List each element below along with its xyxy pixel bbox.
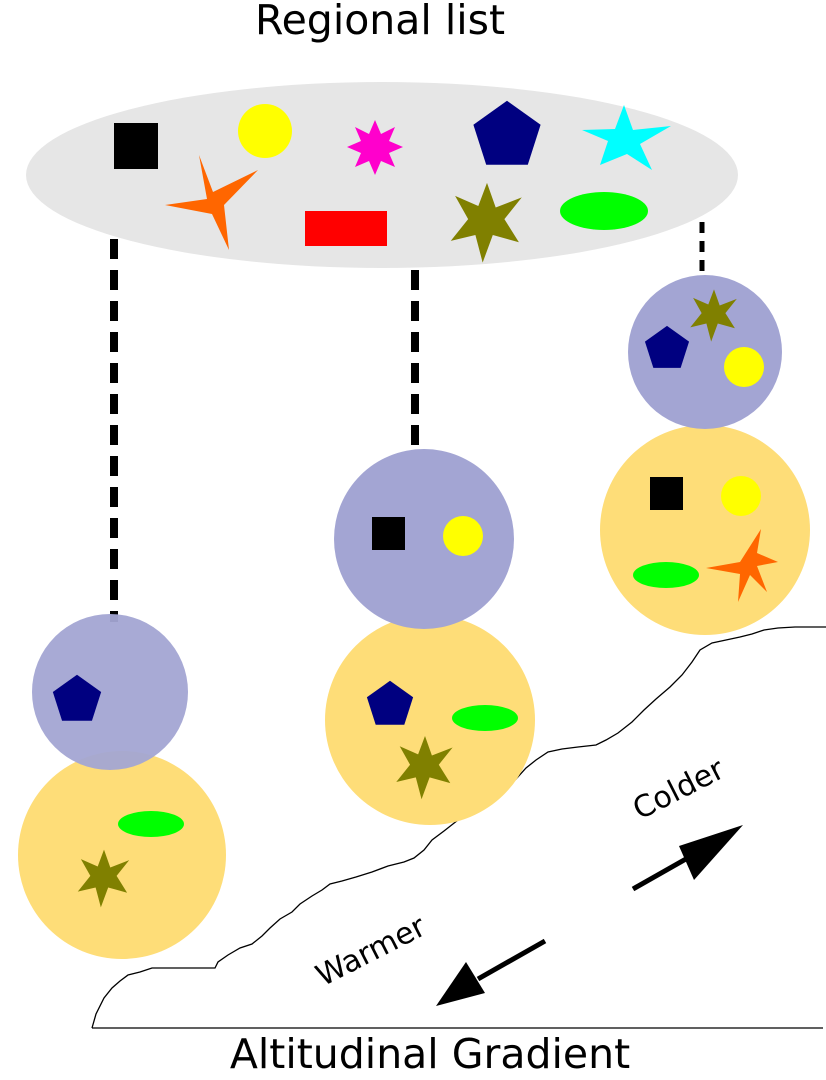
community-middle — [325, 449, 535, 825]
black-square — [114, 123, 158, 169]
cyan-star — [582, 105, 671, 170]
right-upper-circle — [628, 275, 782, 429]
regional-pool-ellipse — [26, 82, 738, 268]
yellow-circle — [238, 104, 292, 158]
black-square — [650, 477, 683, 510]
left-lower-circle — [18, 751, 226, 959]
green-ellipse — [633, 562, 699, 588]
yellow-circle — [724, 347, 764, 387]
green-ellipse — [452, 705, 518, 731]
dashed-connectors — [110, 222, 705, 622]
warmer-arrow — [436, 938, 547, 1006]
regional-pool — [26, 82, 738, 268]
yellow-circle — [443, 516, 483, 556]
community-right — [600, 275, 810, 635]
green-ellipse — [118, 811, 184, 837]
orange-star — [706, 529, 778, 602]
colder-arrow — [631, 825, 743, 892]
regional-list-title: Regional list — [254, 0, 506, 44]
magenta-star-shape — [347, 120, 403, 175]
green-ellipse — [560, 192, 648, 230]
mountain-slope — [91, 626, 826, 1029]
right-lower-circle — [600, 425, 810, 635]
yellow-circle — [721, 476, 761, 516]
middle-upper-circle — [334, 449, 514, 629]
left-upper-circle — [32, 614, 188, 770]
orange-star — [165, 155, 258, 250]
altitudinal-gradient-title: Altitudinal Gradient — [229, 1030, 631, 1078]
community-left — [18, 614, 226, 959]
red-rectangle — [305, 211, 387, 246]
black-square — [372, 517, 405, 550]
middle-lower-circle — [325, 615, 535, 825]
